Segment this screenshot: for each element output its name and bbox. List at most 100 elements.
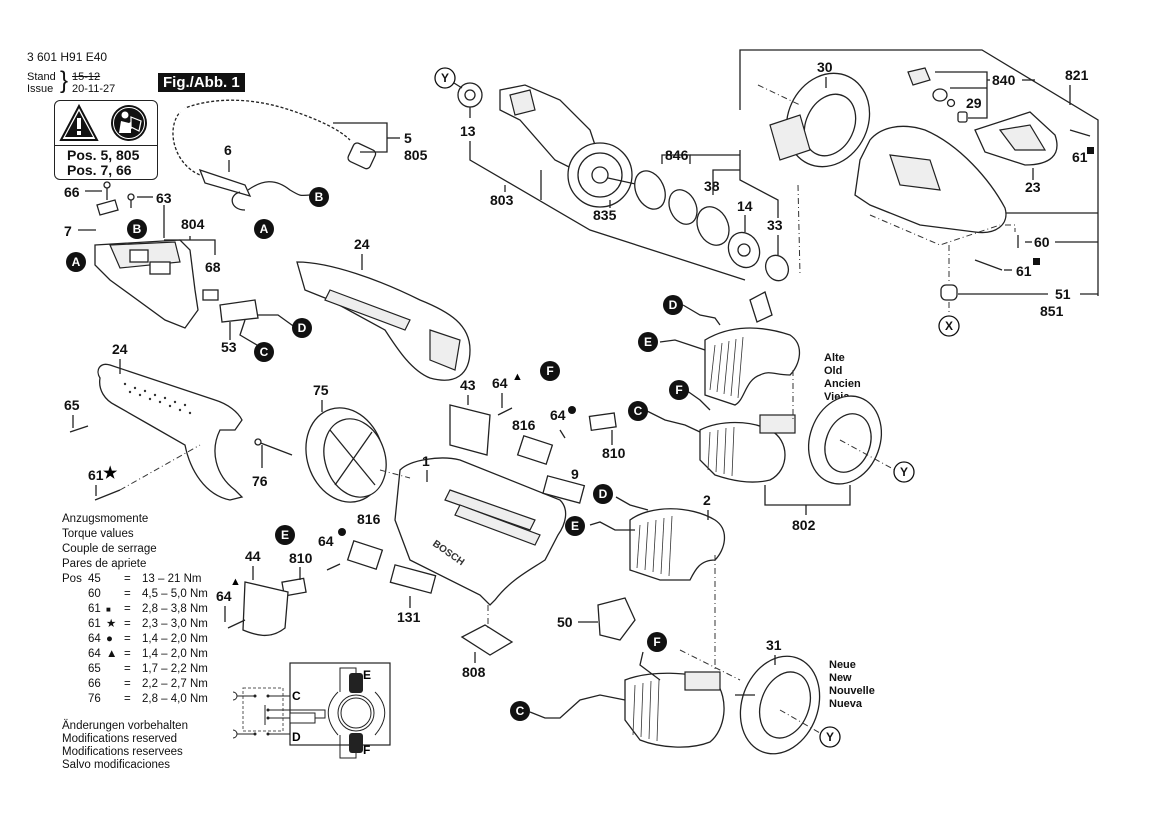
torque-range: 1,4 – 2,0 Nm [142, 633, 208, 645]
part-label-14: 14 [737, 198, 753, 214]
wiring-diagram [232, 662, 391, 759]
cord-bracket [333, 122, 400, 153]
part-label-64-dot-lower: 64 [318, 533, 334, 549]
callout-E-old: E [638, 332, 658, 352]
new-de: Neue [829, 659, 856, 671]
brush-cover-43 [449, 404, 491, 456]
svg-text:D: D [669, 298, 678, 312]
modifications-notice: Änderungen vorbehalten Modifications res… [62, 720, 188, 772]
callout-C-old: C [628, 401, 648, 421]
part-label-24: 24 [112, 341, 128, 357]
issue-value: 20-11-27 [72, 83, 116, 95]
part-label-31: 31 [766, 637, 782, 653]
part-label-803: 803 [490, 192, 514, 208]
callout-C-new: C [510, 701, 530, 721]
callout-B-switch: B [127, 219, 147, 239]
part-label-13: 13 [460, 123, 476, 139]
lock-button-840 [907, 67, 968, 123]
modifications-es: Salvo modificaciones [62, 759, 171, 771]
svg-text:C: C [260, 345, 269, 359]
part-label-2: 2 [703, 492, 711, 508]
handle-housing-top [296, 261, 471, 381]
power-cord [169, 96, 377, 211]
issue-label: Issue [27, 83, 54, 95]
equals: = [124, 633, 131, 645]
warning-divider [55, 145, 157, 146]
torque-range: 2,2 – 2,7 Nm [142, 678, 208, 690]
new-stator-note: Neue New Nouvelle Nueva [829, 659, 875, 711]
new-es: Nueva [829, 698, 863, 710]
torque-row: 66=2,2 – 2,7 Nm [62, 677, 208, 692]
terminal-D: D [292, 730, 301, 744]
figure-label: Fig./Abb. 1 [158, 73, 245, 92]
square-marker: ■ [106, 605, 111, 614]
torque-range: 1,4 – 2,0 Nm [142, 648, 208, 660]
svg-text:C: C [634, 404, 643, 418]
svg-text:Y: Y [900, 465, 908, 479]
dot-marker: ● [106, 633, 113, 645]
torque-pos: 66 [88, 678, 101, 690]
part-label-802: 802 [792, 517, 816, 533]
warning-line-2: Pos. 7, 66 [67, 162, 132, 178]
svg-text:X: X [945, 319, 953, 333]
callout-F-top: F [540, 361, 560, 381]
warning-box: Pos. 5, 805 Pos. 7, 66 [54, 100, 158, 180]
part-label-44: 44 [245, 548, 261, 564]
callout-F-new: F [647, 632, 667, 652]
terminal-E: E [363, 668, 371, 682]
triangle-marker-icon: ▲ [230, 576, 241, 588]
part-label-60: 60 [1034, 234, 1050, 250]
carbon-brush-810-top [588, 412, 617, 432]
part-label-29: 29 [966, 95, 982, 111]
svg-text:C: C [516, 704, 525, 718]
torque-title-de: Anzugsmomente [62, 513, 149, 525]
nut-33 [764, 254, 790, 282]
svg-text:E: E [281, 528, 289, 542]
callout-Y-armature: Y [434, 67, 456, 89]
part-label-808: 808 [462, 664, 486, 680]
part-label-5: 5 [404, 130, 412, 146]
torque-pos: 60 [88, 588, 101, 600]
torque-pos: 45 [88, 573, 101, 585]
brush-spring-50 [597, 597, 636, 641]
field-coil-new [624, 671, 725, 748]
brush-holder-816-lower [346, 540, 384, 570]
part-label-23: 23 [1025, 179, 1041, 195]
stator-housing-new [735, 655, 821, 755]
part-label-840: 840 [992, 72, 1016, 88]
torque-title-fr: Couple de serrage [62, 543, 157, 555]
part-label-851: 851 [1040, 303, 1064, 319]
torque-title-en: Torque values [62, 528, 134, 540]
torque-row: 61■=2,8 – 3,8 Nm [62, 602, 208, 617]
part-label-50: 50 [557, 614, 573, 630]
gear-housing [854, 125, 1007, 234]
field-coil-2 [629, 508, 726, 581]
pos-label: Pos [62, 573, 82, 585]
callout-X-gear: X [938, 315, 960, 337]
new-fr: Nouvelle [829, 685, 875, 697]
part-label-63: 63 [156, 190, 172, 206]
gear-cover-23 [974, 111, 1058, 166]
stator-housing-old [808, 395, 882, 485]
callout-E-brush: E [275, 525, 295, 545]
callout-A-switch: A [66, 252, 86, 272]
callout-D-switch: D [292, 318, 312, 338]
triangle-marker: ▲ [106, 648, 118, 660]
torque-range: 2,8 – 4,0 Nm [142, 693, 208, 705]
svg-text:A: A [72, 255, 81, 269]
part-label-810-lower: 810 [289, 550, 313, 566]
torque-pos: 61 [88, 603, 101, 615]
callout-Y-new: Y [819, 726, 841, 748]
torque-pos: 64 [88, 633, 101, 645]
stand-value: 15-12 [72, 71, 101, 83]
svg-text:A: A [260, 222, 269, 236]
part-label-24-top: 24 [354, 236, 370, 252]
equals: = [124, 603, 131, 615]
part-label-805: 805 [404, 147, 428, 163]
part-label-6: 6 [224, 142, 232, 158]
part-label-75: 75 [313, 382, 329, 398]
callout-F-old: F [669, 380, 689, 400]
svg-text:B: B [133, 222, 142, 236]
fan-75 [305, 407, 387, 503]
part-label-816-top: 816 [512, 417, 536, 433]
